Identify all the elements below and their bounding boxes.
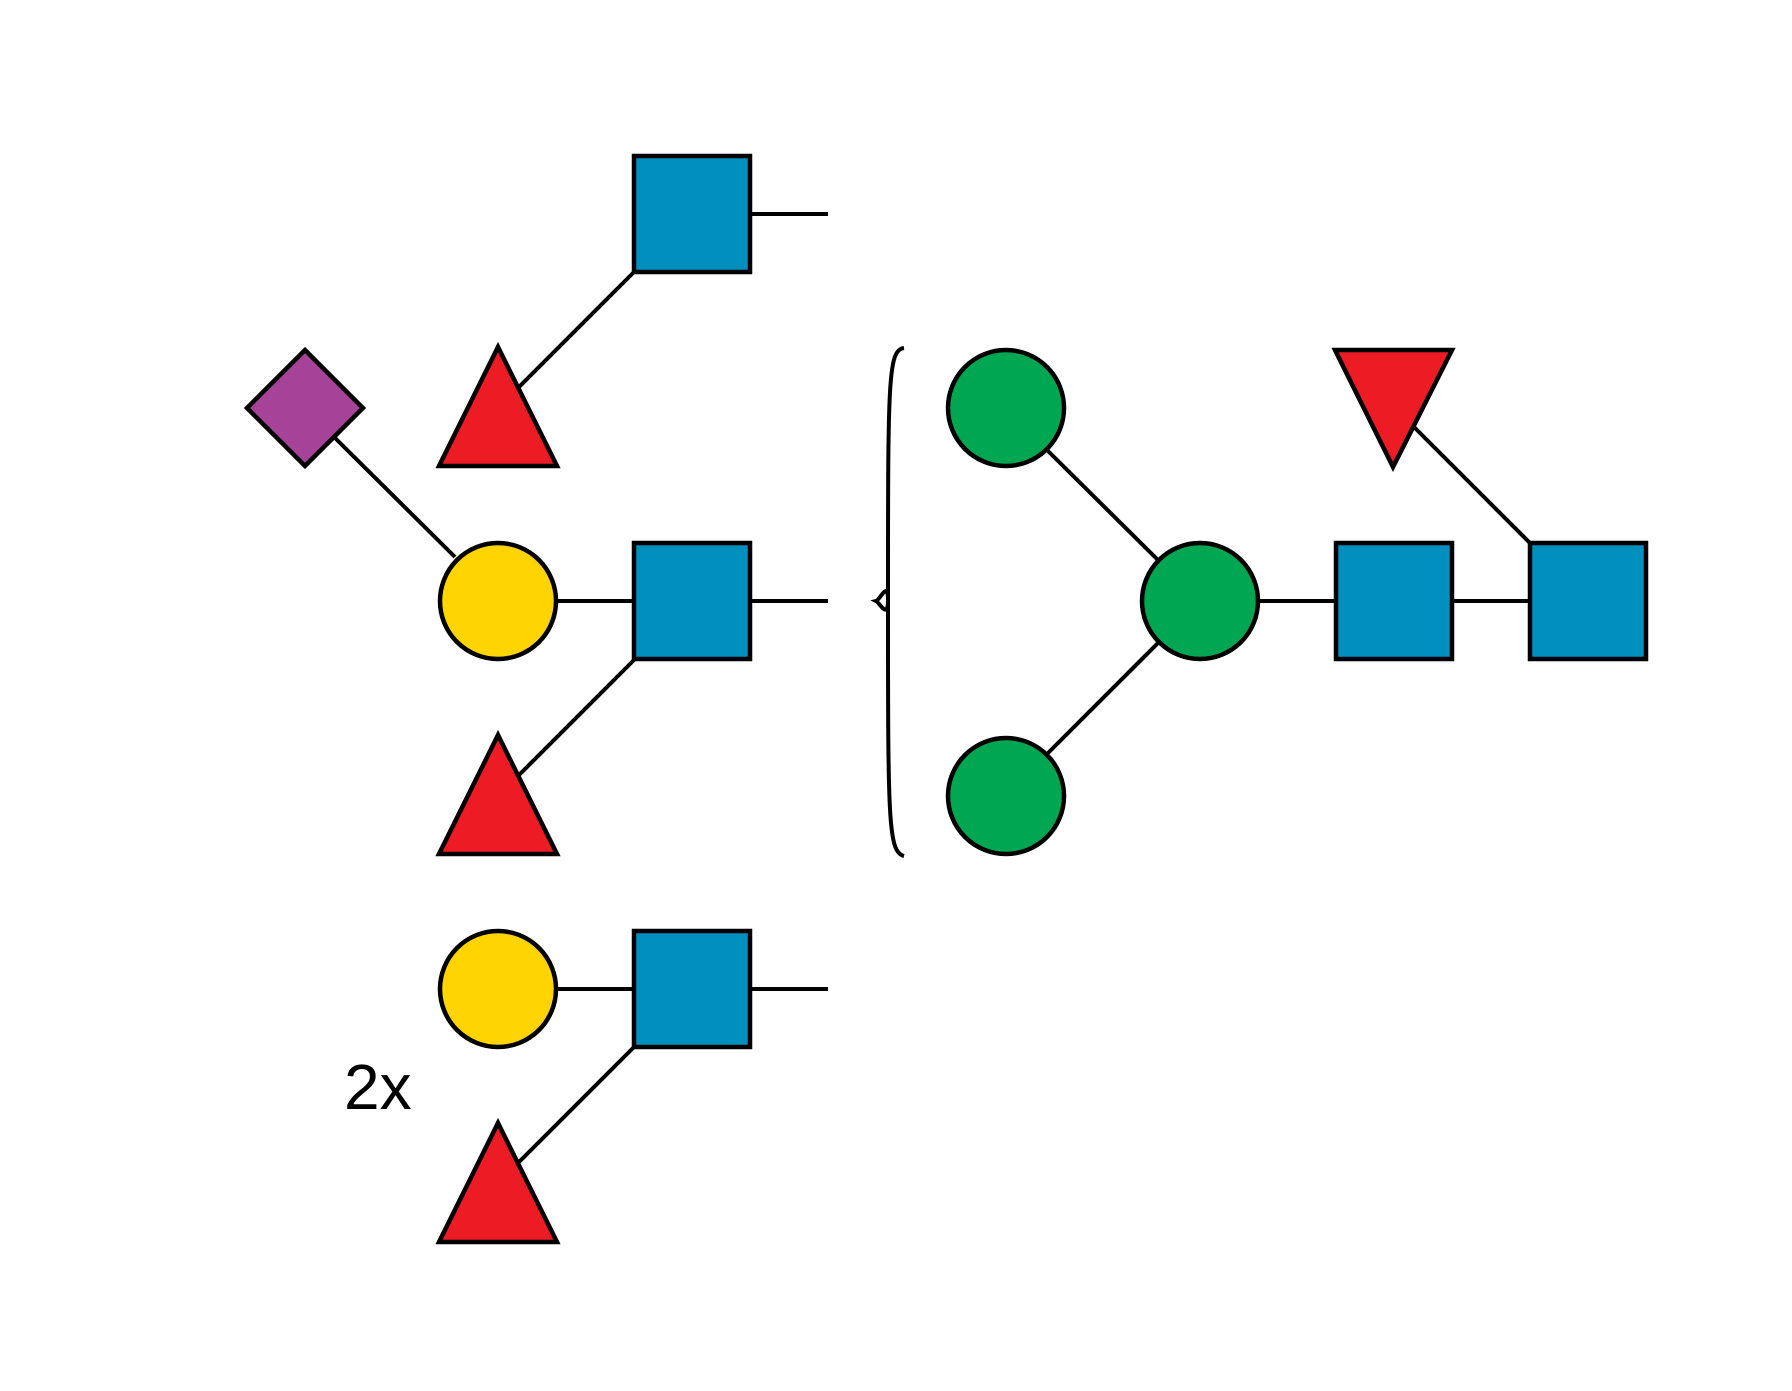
bond-antenna-2-sialic (331, 434, 457, 559)
glcnac-square (631, 153, 753, 275)
fucose-core-triangle (1331, 347, 1456, 473)
galactose-circle (437, 928, 559, 1050)
bond-core-mannose-upper (1046, 449, 1161, 563)
glcnac-square (1333, 540, 1455, 662)
sialic-acid-diamond (243, 346, 367, 470)
bond-antenna-3-fucose (514, 1045, 636, 1167)
fucose-triangle (435, 1117, 561, 1245)
bond-core-mannose-lower (1046, 640, 1161, 755)
glcnac-square (631, 540, 753, 662)
bond-antenna-2-fucose (514, 658, 636, 780)
galactose-circle (437, 540, 559, 662)
fucose-triangle (435, 729, 561, 857)
antenna-bracket (870, 346, 905, 858)
multiplier-label: 2x (344, 1051, 412, 1123)
fucose-triangle (435, 341, 561, 469)
bond-antenna-1-fucose (514, 270, 636, 392)
mannose-circle (945, 735, 1067, 857)
bond-core-fucose (1411, 424, 1532, 545)
mannose-core-circle (1139, 540, 1261, 662)
bonds (331, 212, 1532, 1167)
mannose-circle (945, 347, 1067, 469)
glcnac-reducing-end-square (1527, 540, 1649, 662)
glcnac-square (631, 928, 753, 1050)
